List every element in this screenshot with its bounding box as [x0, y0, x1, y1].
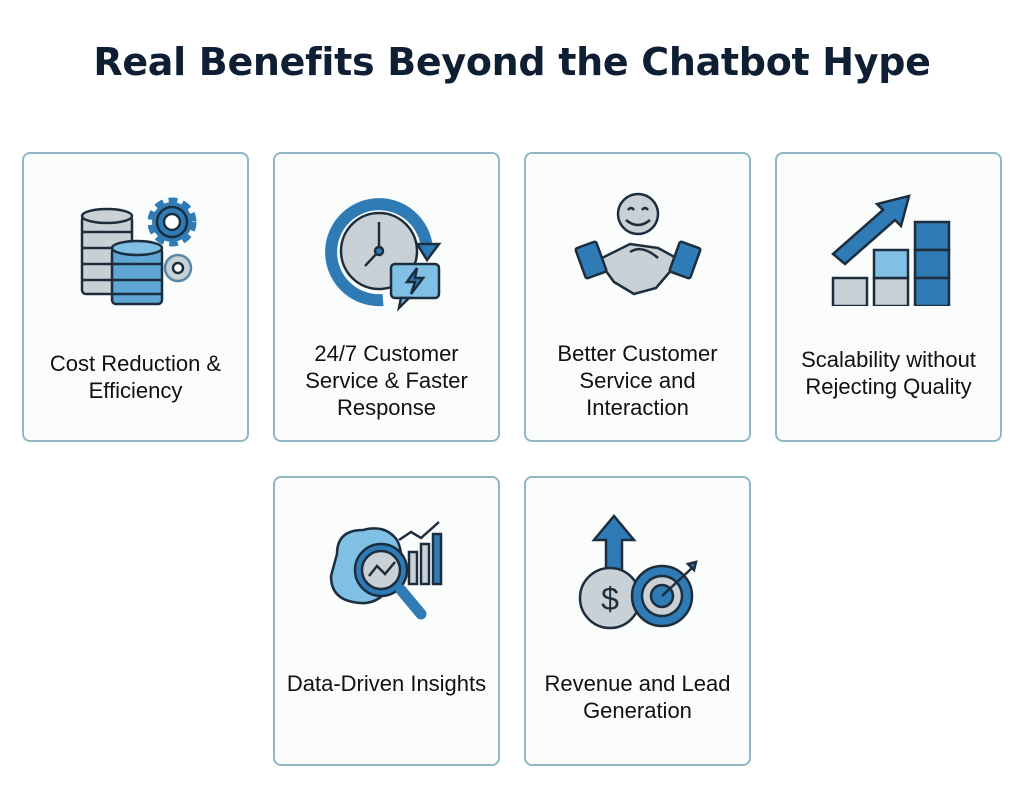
database-gears-icon: [80, 197, 196, 306]
brain-magnifier-icon: [329, 521, 442, 620]
card-cost-reduction: Cost Reduction & Efficiency: [22, 152, 249, 442]
card-data-insights: Data-Driven Insights: [273, 476, 500, 766]
svg-text:$: $: [601, 581, 619, 617]
card-24-7-service: 24/7 Customer Service & Faster Response: [273, 152, 500, 442]
clock-chat-icon: [324, 198, 441, 312]
card-label: Revenue and Lead Generation: [544, 671, 731, 723]
page-title: Real Benefits Beyond the Chatbot Hype: [93, 40, 931, 84]
card-label: Cost Reduction & Efficiency: [49, 351, 222, 403]
card-label: Scalability without Rejecting Quality: [801, 347, 976, 399]
card-better-service: Better Customer Service and Interaction: [524, 152, 751, 442]
card-label: Data-Driven Insights: [286, 671, 487, 696]
card-label: Better Customer Service and Interaction: [557, 341, 718, 420]
card-revenue-leads: $ Revenue and Lead Generation: [524, 476, 751, 766]
card-label: 24/7 Customer Service & Faster Response: [305, 341, 468, 420]
card-scalability: Scalability without Rejecting Quality: [775, 152, 1002, 442]
dollar-target-icon: $: [578, 514, 698, 630]
handshake-smile-icon: [574, 192, 701, 296]
growth-bars-icon: [830, 194, 950, 306]
